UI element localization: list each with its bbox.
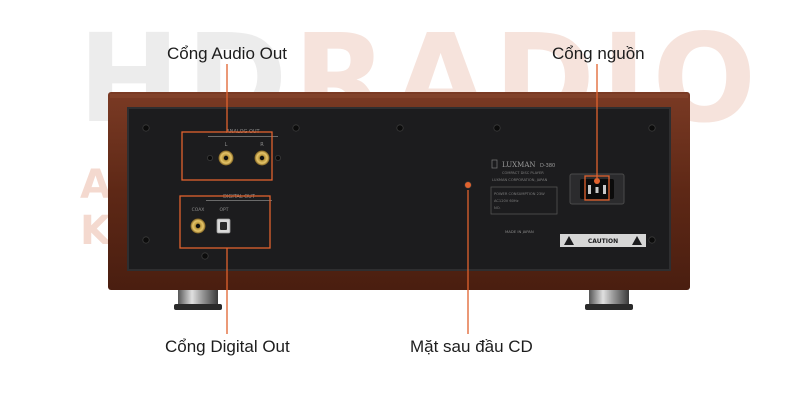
power-callout-dot bbox=[594, 178, 600, 184]
digital-out-callout-label: Cổng Digital Out bbox=[165, 337, 290, 356]
digital-out-highlight-box bbox=[179, 195, 271, 249]
made-in-label: MADE IN JAPAN bbox=[505, 229, 534, 234]
company-label: LUXMAN CORPORATION, JAPAN bbox=[492, 178, 548, 182]
digital-out-panel-label: DIGITAL OUT bbox=[223, 194, 256, 200]
opt-label: OPT bbox=[219, 207, 228, 213]
brand-label: LUXMAN bbox=[502, 161, 536, 169]
left-foot bbox=[174, 286, 222, 310]
product-label: COMPACT DISC PLAYER bbox=[502, 171, 544, 175]
ac-power-inlet bbox=[569, 173, 625, 205]
serial-label: NO. bbox=[494, 206, 501, 210]
voltage-label: AC120V 60Hz bbox=[494, 199, 519, 203]
caution-label: CAUTION bbox=[560, 234, 646, 247]
power-consumption-label: POWER CONSUMPTION 23W bbox=[494, 192, 545, 196]
caution-text: CAUTION bbox=[588, 238, 618, 245]
power-inlet-highlight bbox=[584, 175, 610, 201]
audio-out-callout-label: Cổng Audio Out bbox=[167, 44, 288, 63]
right-foot bbox=[585, 286, 633, 310]
panel-screws bbox=[142, 124, 656, 260]
rear-callout-dot bbox=[465, 182, 471, 188]
analog-l-label: L bbox=[225, 142, 228, 148]
power-callout-label: Cổng nguồn bbox=[552, 44, 645, 63]
callout-graphics bbox=[179, 64, 598, 334]
luxman-rating-label: LUXMAN D-380 COMPACT DISC PLAYER LUXMAN … bbox=[490, 159, 558, 234]
model-label: D-380 bbox=[540, 163, 555, 169]
digital-out-section: DIGITAL OUT COAX OPT bbox=[190, 194, 272, 234]
analog-r-label: R bbox=[260, 142, 264, 148]
coax-label: COAX bbox=[192, 207, 205, 213]
rear-callout-label: Mặt sau đầu CD bbox=[410, 337, 533, 356]
